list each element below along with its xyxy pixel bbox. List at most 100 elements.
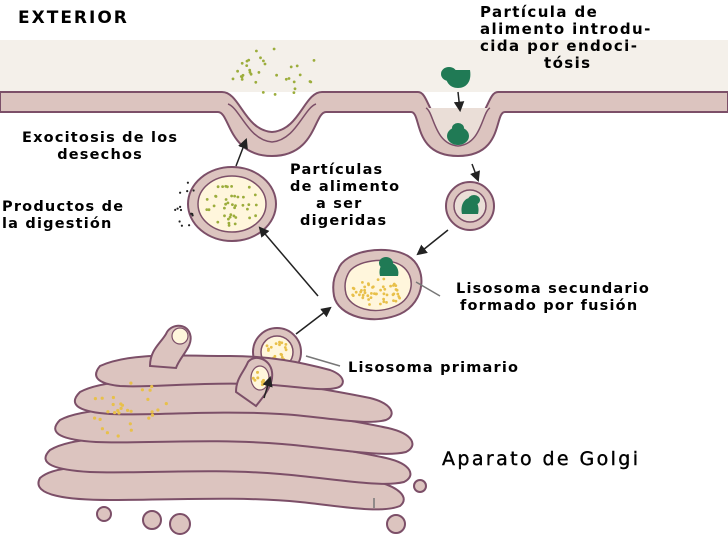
particle-dot — [292, 80, 296, 84]
particle-dot — [179, 208, 183, 212]
golgi-apparatus — [37, 324, 427, 535]
particle-dot — [359, 290, 363, 294]
digestion-products-label: Productos de la digestión — [2, 199, 124, 233]
exocytosis-line-1: Exocitosis de los — [22, 130, 179, 146]
particle-dot — [371, 285, 375, 289]
digestion-products-line-1: Productos de — [2, 199, 125, 215]
particle-dot — [129, 381, 133, 385]
particle-dot — [278, 340, 281, 344]
particle-dot — [259, 56, 262, 60]
particle-dot — [295, 64, 299, 68]
particle-dot — [116, 434, 120, 438]
particle-dot — [192, 189, 195, 192]
particle-dot — [247, 58, 251, 62]
particle-dot — [179, 205, 182, 208]
residual-body-vesicle — [187, 166, 277, 242]
particle-dot — [231, 77, 235, 81]
particle-dot — [248, 216, 252, 220]
particle-dot — [120, 403, 125, 407]
particle-dot — [262, 59, 265, 63]
food-particle-in-pit — [447, 123, 469, 145]
particle-dot — [312, 59, 316, 62]
particle-dot — [241, 73, 245, 77]
secondary-lysosome — [332, 248, 423, 321]
particle-dot — [227, 224, 231, 227]
particle-dot — [361, 293, 365, 297]
particle-dot — [205, 208, 209, 212]
particle-dot — [180, 224, 183, 227]
particle-dot — [293, 87, 297, 91]
particle-dot — [247, 203, 251, 207]
particle-dot — [292, 91, 296, 94]
particle-dot — [274, 342, 278, 345]
particle-dot — [382, 277, 386, 281]
particle-dot — [370, 292, 373, 295]
particle-dot — [385, 301, 388, 304]
particle-dot — [382, 297, 385, 301]
food-particles-line-1: Partículas — [290, 162, 384, 178]
plasma-membrane — [0, 91, 728, 158]
particle-dot — [240, 61, 244, 65]
particle-dot — [261, 91, 265, 94]
particle-dot — [278, 343, 281, 347]
particle-dot — [224, 202, 228, 206]
particle-dot — [263, 62, 267, 66]
particle-dot — [279, 352, 283, 356]
endocytosis-line-3: cida por endoci- — [480, 37, 639, 55]
particle-dot — [129, 409, 133, 413]
particle-dot — [216, 185, 220, 189]
particle-dot — [236, 69, 240, 73]
food-particle-outside — [441, 67, 471, 88]
particle-dot — [254, 214, 257, 218]
particle-dot — [93, 397, 97, 401]
particle-dot — [230, 194, 234, 198]
particle-dot — [140, 388, 144, 392]
particle-dot — [234, 204, 237, 208]
particle-dot — [284, 348, 288, 352]
particle-dot — [248, 70, 252, 74]
particle-dot — [106, 410, 110, 414]
particle-dot — [174, 208, 177, 211]
particle-dot — [265, 344, 269, 348]
particle-dot — [289, 65, 293, 69]
exocytosis-line-2: desechos — [57, 147, 143, 163]
particle-dot — [226, 201, 230, 205]
endocytosis-particle-label: Partícula de alimento introdu- cida por … — [480, 4, 720, 72]
particle-dot — [248, 68, 252, 72]
particle-dot — [269, 345, 273, 349]
particle-dot — [368, 303, 371, 306]
particle-dot — [147, 416, 151, 420]
particle-dot — [382, 292, 386, 296]
food-particles-line-3: a ser — [316, 196, 363, 212]
particle-dot — [156, 408, 160, 412]
particle-dot — [275, 73, 278, 77]
particle-dot — [280, 341, 284, 345]
particle-dot — [354, 290, 358, 294]
particle-dot — [379, 288, 382, 292]
particle-dot — [207, 208, 211, 212]
particle-dot — [253, 193, 257, 197]
particle-dot — [150, 410, 154, 414]
particle-dot — [119, 406, 123, 410]
particle-dot — [260, 380, 264, 384]
particle-dot — [216, 220, 220, 224]
particle-dot — [267, 349, 270, 352]
particle-dot — [212, 204, 216, 208]
particle-dot — [298, 73, 302, 77]
digestion-product-dots — [174, 181, 195, 227]
particle-dot — [105, 431, 109, 435]
particle-dot — [392, 299, 395, 302]
particle-dot — [385, 293, 389, 297]
particle-dot — [397, 295, 401, 298]
digestion-products-line-2: la digestión — [2, 216, 113, 232]
particle-dot — [224, 198, 228, 201]
particle-dot — [205, 198, 209, 201]
particle-dot — [272, 47, 276, 51]
particle-dot — [351, 293, 355, 297]
particle-dot — [236, 195, 240, 199]
particle-dot — [221, 185, 225, 189]
particle-dot — [273, 93, 277, 96]
particle-dot — [367, 298, 370, 301]
particle-dot — [98, 417, 102, 421]
released-waste-dots — [231, 47, 316, 96]
